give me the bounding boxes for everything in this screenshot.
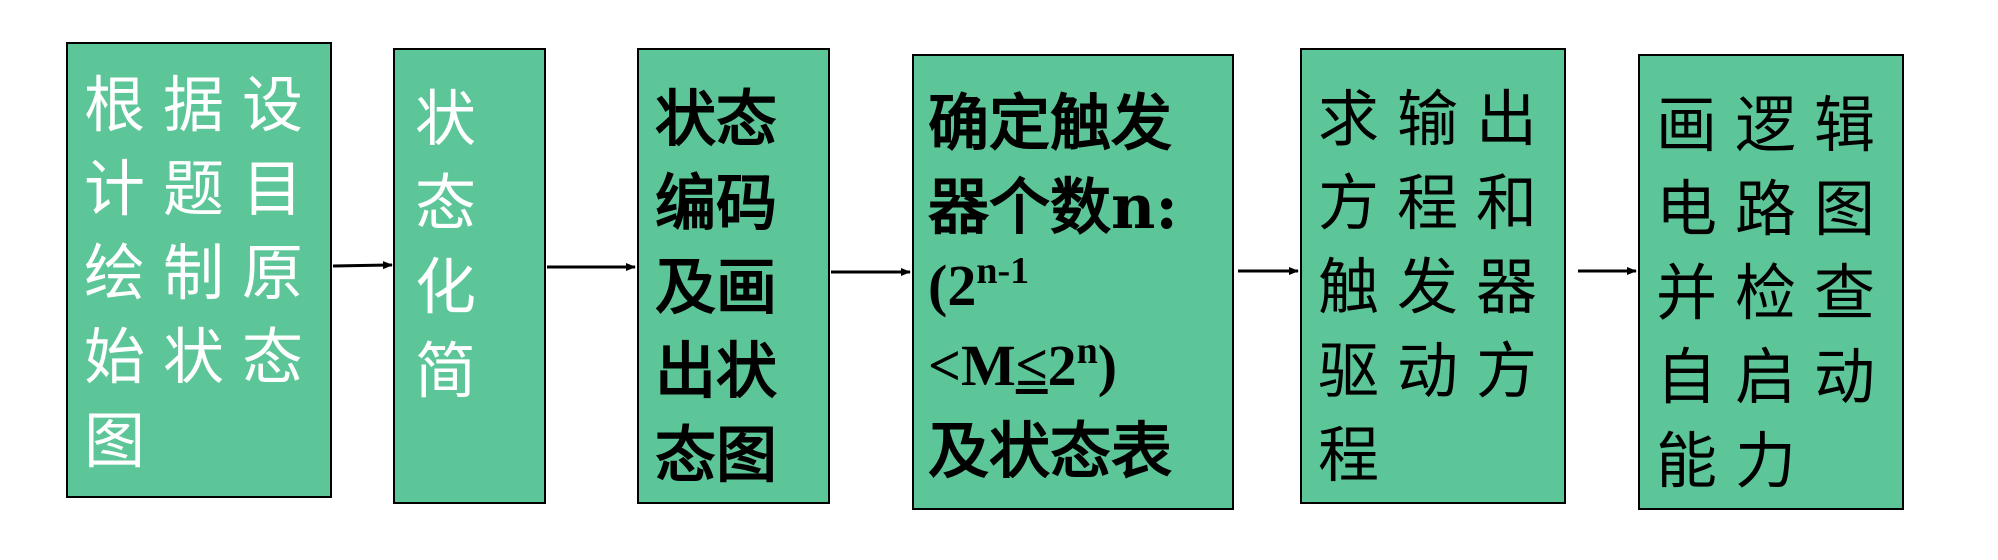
formula-le-symbol: ≤ bbox=[1015, 333, 1048, 398]
formula-close-paren: ) bbox=[1097, 333, 1118, 398]
step-2-text: 状 态 化 简 bbox=[415, 84, 477, 407]
step-5-text: 求输出 方程和 触发器 驱动方 程 bbox=[1318, 84, 1556, 491]
step-box-2: 状 态 化 简 bbox=[393, 48, 546, 504]
step-box-3: 状态 编码 及画 出状 态图 bbox=[637, 48, 830, 504]
step-6-text: 画逻辑 电路图 并检查 自启动 能力 bbox=[1656, 90, 1894, 497]
step-box-6: 画逻辑 电路图 并检查 自启动 能力 bbox=[1638, 54, 1904, 510]
step-4-line-last: 及状态表 bbox=[928, 416, 1173, 487]
step-1-text: 根据设 计题目 绘制原 始状态 图 bbox=[84, 70, 322, 477]
step-3-text: 状态 编码 及画 出状 态图 bbox=[655, 84, 778, 491]
formula-lt-m: <M bbox=[928, 333, 1016, 398]
step-box-4: 确定触发 器个数n: (2n-1 <M≤2n) 及状态表 bbox=[912, 54, 1234, 510]
arrow-1-to-2 bbox=[332, 261, 393, 270]
trigger-count-inequality: <M≤2n) bbox=[928, 326, 1117, 406]
step-box-1: 根据设 计题目 绘制原 始状态 图 bbox=[66, 42, 332, 498]
step-4-line-2: 器个数n: bbox=[928, 172, 1178, 243]
formula-open-paren: (2 bbox=[928, 253, 977, 318]
trigger-count-formula: (2n-1 bbox=[928, 246, 1029, 326]
formula-exponent-n-minus-1: n-1 bbox=[976, 250, 1030, 292]
step-box-5: 求输出 方程和 触发器 驱动方 程 bbox=[1300, 48, 1566, 504]
formula-exponent-n: n bbox=[1076, 330, 1098, 372]
formula-two: 2 bbox=[1047, 333, 1077, 398]
step-4-line-1: 确定触发 bbox=[928, 88, 1173, 159]
